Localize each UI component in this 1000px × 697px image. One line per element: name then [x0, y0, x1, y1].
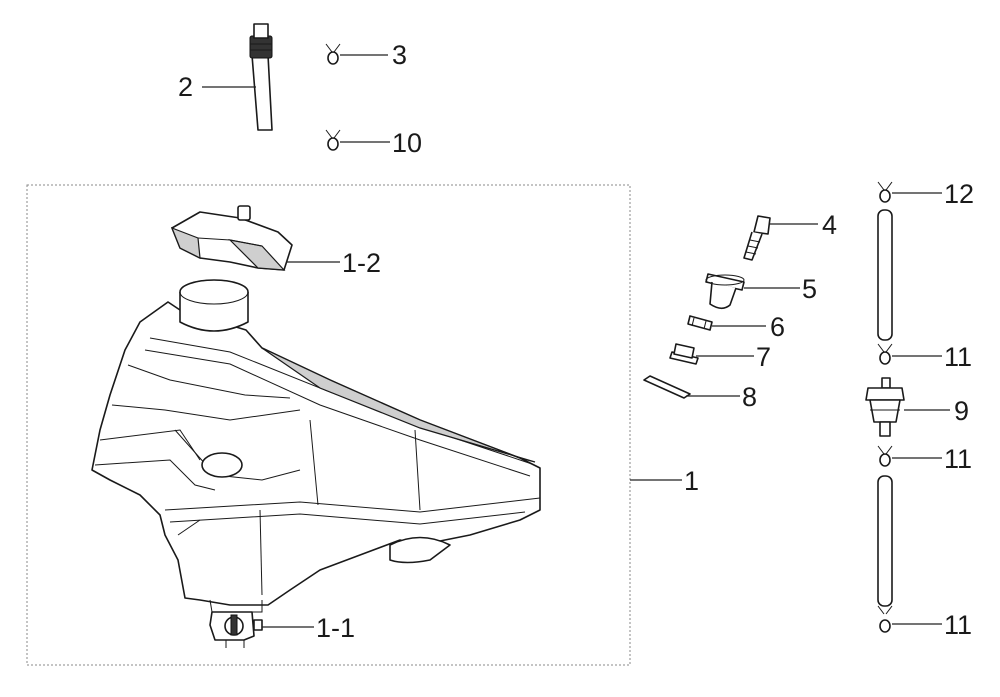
fuel-cap-part — [170, 205, 293, 271]
tank-assembly-boundary — [26, 184, 631, 666]
callout-3: 3 — [392, 40, 407, 70]
hose-clip-3 — [325, 43, 341, 65]
pad-part — [643, 375, 691, 399]
callout-9: 9 — [954, 396, 969, 426]
fuel-hose-part — [249, 23, 273, 131]
callout-7: 7 — [756, 342, 771, 372]
bolt-part — [743, 215, 771, 261]
grommet-part — [669, 343, 699, 365]
callout-1: 1 — [684, 466, 699, 496]
callout-11-upper: 11 — [944, 342, 972, 372]
fuel-valve-part — [209, 611, 263, 648]
hose-clip-10 — [325, 129, 341, 151]
callout-12: 12 — [944, 179, 974, 209]
callout-11-middle: 11 — [944, 444, 972, 474]
fuel-filter-part — [865, 377, 905, 437]
callout-1-2: 1-2 — [342, 248, 381, 278]
callout-6: 6 — [770, 312, 785, 342]
flange-bushing-part — [705, 273, 745, 310]
callout-10: 10 — [392, 128, 422, 158]
upper-fuel-line — [877, 209, 893, 341]
callout-2: 2 — [178, 72, 193, 102]
callout-8: 8 — [742, 382, 757, 412]
callout-5: 5 — [802, 274, 817, 304]
fuel-tank-part — [91, 279, 541, 613]
callout-11-lower: 11 — [944, 610, 972, 640]
clip-11-middle — [877, 445, 893, 467]
callout-4: 4 — [822, 210, 837, 240]
sleeve-part — [687, 315, 713, 331]
lower-fuel-line — [877, 475, 893, 607]
clip-11-lower — [877, 605, 893, 633]
callout-1-1: 1-1 — [316, 613, 355, 643]
clip-12 — [877, 181, 893, 203]
clip-11-upper — [877, 343, 893, 365]
